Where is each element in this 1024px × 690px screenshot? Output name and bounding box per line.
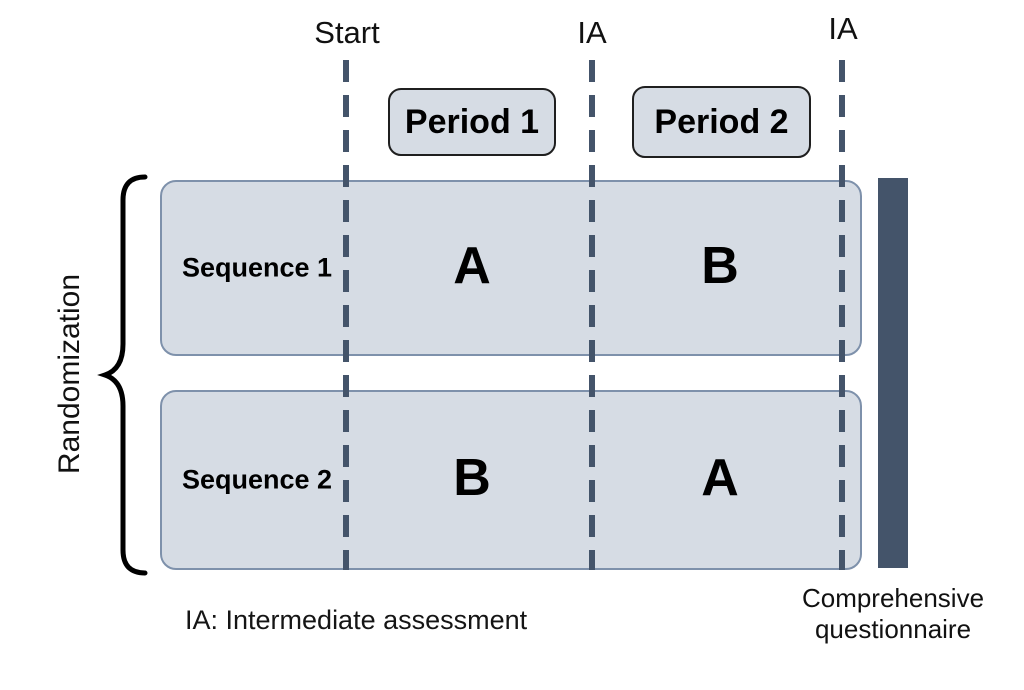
period-2-label: Period 2	[654, 102, 789, 141]
randomization-label: Randomization	[53, 273, 86, 475]
timeline-ia2-label: IA	[828, 11, 858, 46]
sequence-2-period-1-treatment: B	[453, 448, 491, 507]
randomization-brace-icon	[97, 174, 148, 576]
sequence-2-period-2-treatment: A	[701, 448, 739, 507]
ia1-dashed-line	[589, 60, 595, 570]
start-dashed-line	[343, 60, 349, 570]
sequence-1-label: Sequence 1	[181, 252, 333, 283]
sequence-1-period-1-treatment: A	[453, 236, 491, 295]
questionnaire-label: Comprehensive questionnaire	[801, 583, 985, 645]
sequence-2-row: Sequence 2 B A	[160, 390, 862, 570]
period-2-box: Period 2	[632, 86, 811, 158]
timeline-start-label: Start	[314, 15, 380, 50]
sequence-2-label: Sequence 2	[181, 464, 333, 495]
ia-footnote: IA: Intermediate assessment	[185, 605, 528, 635]
period-1-label: Period 1	[404, 102, 540, 141]
ia2-dashed-line	[839, 60, 845, 570]
period-1-box: Period 1	[388, 88, 556, 156]
sequence-1-period-2-treatment: B	[701, 236, 739, 295]
questionnaire-bar	[878, 178, 908, 568]
sequence-1-row: Sequence 1 A B	[160, 180, 862, 356]
timeline-ia1-label: IA	[577, 15, 607, 50]
